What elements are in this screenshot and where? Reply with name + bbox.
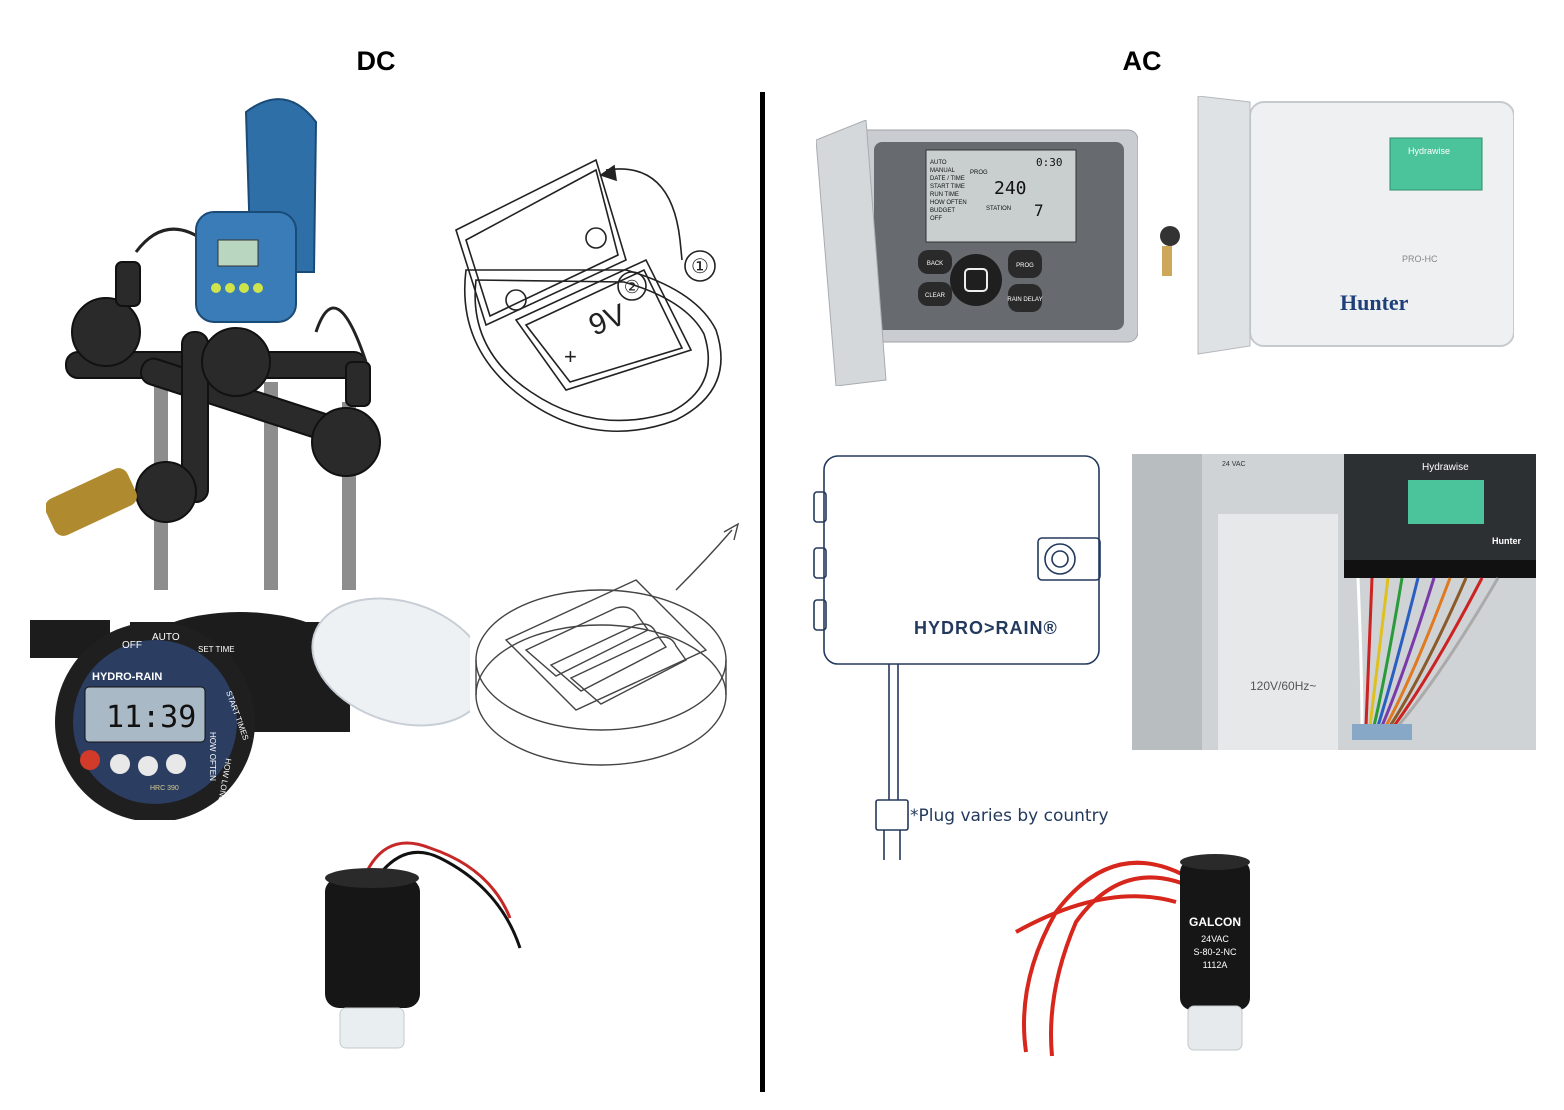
mode-off-label: OFF — [122, 640, 142, 651]
mode-set-time-label: SET TIME — [198, 645, 235, 654]
wiring-voltage-label: 120V/60Hz~ — [1250, 679, 1316, 693]
clear-button — [918, 282, 952, 306]
timer-next-button — [166, 754, 186, 774]
menu-item-budget: BUDGET — [930, 208, 955, 214]
menu-item-start-time: START TIME — [930, 184, 965, 190]
battery-9v-label: 9V — [584, 298, 630, 342]
timer-minus-button — [110, 754, 130, 774]
menu-item-run-time: RUN TIME — [930, 192, 959, 198]
hydrorain-brand-label: HYDRO>RAIN® — [914, 618, 1058, 638]
ac-hydrorain-box-drawing: HYDRO>RAIN® — [806, 452, 1106, 872]
clear-button-label: CLEAR — [925, 293, 946, 299]
pro-hc-label: PRO-HC — [1402, 254, 1438, 264]
galcon-brand-label: GALCON — [1189, 915, 1241, 929]
wiring-hydrawise-label: Hydrawise — [1422, 462, 1469, 473]
step-1-label: ① — [691, 256, 709, 278]
galcon-code-label: 1112A — [1203, 960, 1228, 970]
battery-plus-label: + — [564, 344, 577, 369]
lcd-station-number: 7 — [1034, 201, 1044, 220]
lcd-time: 0:30 — [1036, 156, 1063, 169]
dc-valve-manifold-image — [46, 92, 392, 590]
ac-controller-image: AUTO MANUAL DATE / TIME START TIME RUN T… — [816, 120, 1138, 386]
menu-item-off: OFF — [930, 216, 942, 222]
wiring-hunter-label: Hunter — [1492, 536, 1521, 546]
dc-solenoid-image — [320, 828, 530, 1058]
lcd-station-label: STATION — [986, 206, 1011, 212]
lcd-value: 240 — [994, 178, 1027, 199]
timer-time-display: 11:39 — [106, 700, 196, 735]
dc-hydro-rain-timer-image: HYDRO-RAIN 11:39 OFF AUTO SET TIME START… — [30, 592, 470, 820]
wiring-terminal-label: 24 VAC — [1222, 461, 1246, 468]
step-2-label: ② — [624, 277, 640, 297]
ac-galcon-solenoid-image: GALCON 24VAC S-80-2-NC 1112A — [996, 842, 1286, 1070]
dc-9v-battery-diagram: ① ② 9V + — [446, 150, 736, 470]
prog-button-label: PROG — [1016, 263, 1034, 269]
dc-battery-compartment-diagram — [466, 520, 756, 790]
galcon-voltage-label: 24VAC — [1201, 934, 1229, 944]
back-button — [918, 250, 952, 274]
ac-wiring-photo: Hydrawise Hunter 120V/60Hz~ 24 VAC — [1132, 454, 1536, 750]
hunter-brand-label: Hunter — [1340, 290, 1409, 315]
mode-auto-label: AUTO — [152, 632, 180, 643]
rain-delay-button — [1008, 284, 1042, 312]
plug-caption: *Plug varies by country — [910, 806, 1109, 826]
menu-item-manual: MANUAL — [930, 168, 956, 174]
menu-item-how-often: HOW OFTEN — [930, 200, 967, 206]
timer-cancel-button — [80, 750, 100, 770]
mode-how-often-label: HOW OFTEN — [208, 732, 217, 781]
dc-heading: DC — [356, 46, 396, 76]
ac-hunter-box-image: Hydrawise PRO-HC Hunter — [1150, 96, 1514, 356]
menu-item-auto: AUTO — [930, 160, 947, 166]
section-divider — [760, 92, 765, 1092]
rain-delay-button-label: RAIN DELAY — [1007, 297, 1042, 303]
timer-brand-label: HYDRO-RAIN — [92, 671, 162, 683]
prog-button — [1008, 250, 1042, 278]
timer-plus-button — [138, 756, 158, 776]
timer-model-label: HRC 390 — [150, 785, 179, 792]
lcd-prog-label: PROG — [970, 170, 988, 176]
back-button-label: BACK — [927, 261, 943, 267]
galcon-model-label: S-80-2-NC — [1193, 947, 1237, 957]
ac-heading: AC — [1122, 46, 1162, 76]
hydrawise-label: Hydrawise — [1408, 146, 1450, 156]
menu-item-date-time: DATE / TIME — [930, 176, 965, 182]
